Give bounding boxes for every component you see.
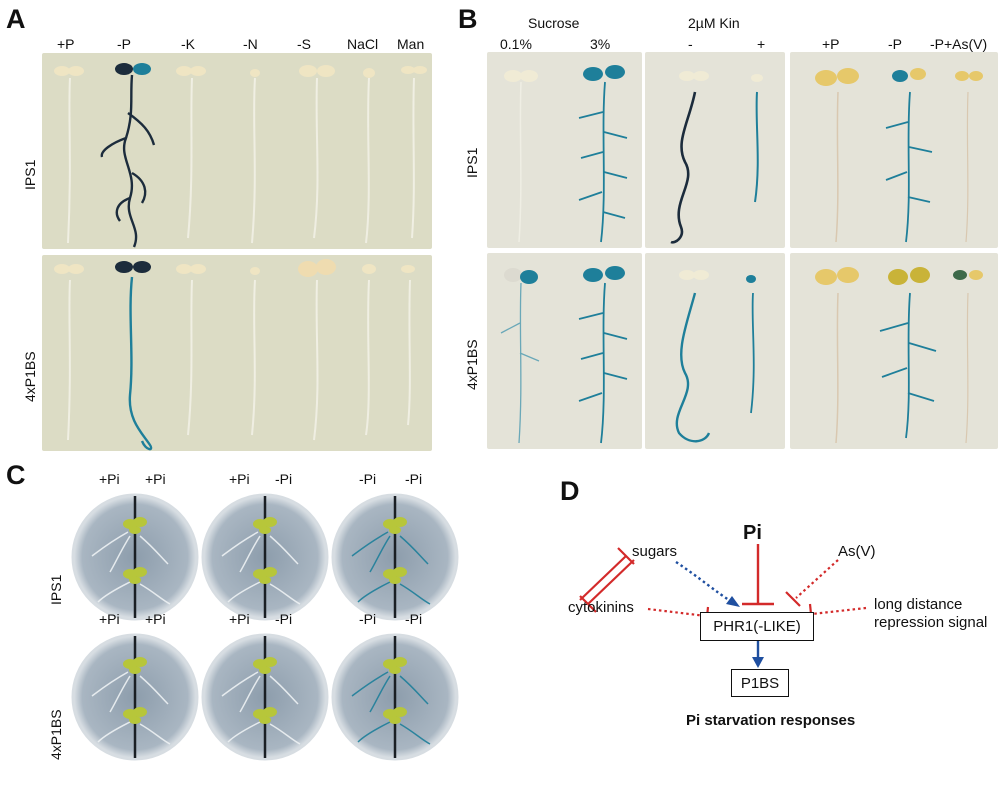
sugars-label: sugars	[632, 543, 678, 560]
long-distance-inhibition-arrow	[808, 603, 867, 625]
panel-a-ips1-photo	[42, 53, 432, 249]
panel-a-column-label: -P	[117, 36, 131, 52]
petri-plate	[71, 493, 199, 621]
panel-letter-a: A	[6, 4, 26, 34]
panel-b-col-sucrose-high: 3%	[590, 36, 611, 52]
plate-label-right: +Pi	[145, 471, 166, 487]
petri-plate	[201, 493, 329, 621]
panel-a-column-label: Man	[397, 36, 425, 52]
panel-b-row-label-ips1: IPS1	[464, 147, 480, 178]
panel-a-column-label: +P	[57, 36, 75, 52]
sugars-arrowhead	[726, 596, 740, 607]
panel-a-column-label: NaCl	[347, 36, 379, 52]
panel-b-ips1-kin-photo	[645, 52, 785, 248]
panel-letter-d: D	[560, 476, 580, 506]
panel-b-sucrose-header: Sucrose	[528, 15, 580, 31]
panel-a-column-label: -S	[297, 36, 311, 52]
panel-a-4xp1bs-photo	[42, 255, 432, 451]
plate-label-left: +Pi	[99, 471, 120, 487]
panel-b-col-kin-minus: -	[688, 36, 693, 52]
petri-plate	[331, 493, 459, 621]
panel-a-column-label: -K	[181, 36, 195, 52]
pi-starvation-caption: Pi starvation responses	[686, 712, 856, 729]
p1bs-box: P1BS	[731, 669, 789, 697]
p1bs-label: P1BS	[740, 674, 780, 692]
long-distance-label-line2: repression signal	[874, 614, 988, 631]
pi-inhibition-arrow	[742, 544, 774, 606]
panel-a-row-label-4xp1bs: 4xP1BS	[22, 351, 38, 402]
panel-b-col-plus-p: +P	[822, 36, 840, 52]
plate-label-left: +Pi	[229, 471, 250, 487]
panel-b-col-minus-p-asv: -P+As(V)	[930, 36, 988, 52]
panel-b-col-minus-p: -P	[888, 36, 902, 52]
panel-b-4xp1bs-sucrose-photo	[487, 253, 642, 449]
panel-b-col-sucrose-low: 0.1%	[500, 36, 532, 52]
asv-inhibition-arrow	[785, 559, 839, 607]
panel-b-col-kin-plus: +	[757, 36, 766, 52]
panel-letter-c: C	[6, 460, 26, 490]
panel-a-4xp1bs-seedlings	[54, 259, 415, 451]
plate-label-right: -Pi	[275, 471, 293, 487]
plate-label-left: +Pi	[99, 611, 120, 627]
long-distance-label-line1: long distance	[874, 596, 963, 613]
panel-c-row-label-4xp1bs: 4xP1BS	[48, 709, 64, 760]
sugars-activation-arrow	[675, 561, 733, 604]
petri-plate	[71, 633, 199, 761]
cytokinins-label: cytokinins	[568, 599, 634, 616]
panel-b-4xp1bs-p-photo	[790, 253, 998, 449]
plate-label-left: +Pi	[229, 611, 250, 627]
phr1-label: PHR1(-LIKE)	[713, 618, 801, 635]
panel-a-ips1-seedlings	[54, 63, 427, 248]
plate-label-left: -Pi	[359, 611, 377, 627]
panel-b-row-label-4xp1bs: 4xP1BS	[464, 339, 480, 390]
cytokinins-inhibition-arrow	[647, 606, 710, 628]
plate-label-right: -Pi	[405, 471, 423, 487]
panel-b-kin-header: 2µM Kin	[688, 15, 740, 31]
plate-label-left: -Pi	[359, 471, 377, 487]
panel-b-ips1-p-photo	[790, 52, 998, 248]
panel-a-column-label: -N	[243, 36, 258, 52]
panel-b-4xp1bs-kin-photo	[645, 253, 785, 449]
petri-plate	[201, 633, 329, 761]
pi-label: Pi	[743, 522, 762, 544]
plate-label-right: -Pi	[405, 611, 423, 627]
plate-label-right: -Pi	[275, 611, 293, 627]
phr1-box: PHR1(-LIKE)	[700, 612, 814, 641]
panel-letter-b: B	[458, 4, 478, 34]
petri-plate	[331, 633, 459, 761]
asv-label: As(V)	[838, 543, 876, 560]
panel-c-row-label-ips1: IPS1	[48, 574, 64, 605]
panel-a-row-label-ips1: IPS1	[22, 159, 38, 190]
plate-label-right: +Pi	[145, 611, 166, 627]
panel-b-ips1-sucrose-photo	[487, 52, 642, 248]
phr1-arrowhead	[752, 657, 764, 668]
